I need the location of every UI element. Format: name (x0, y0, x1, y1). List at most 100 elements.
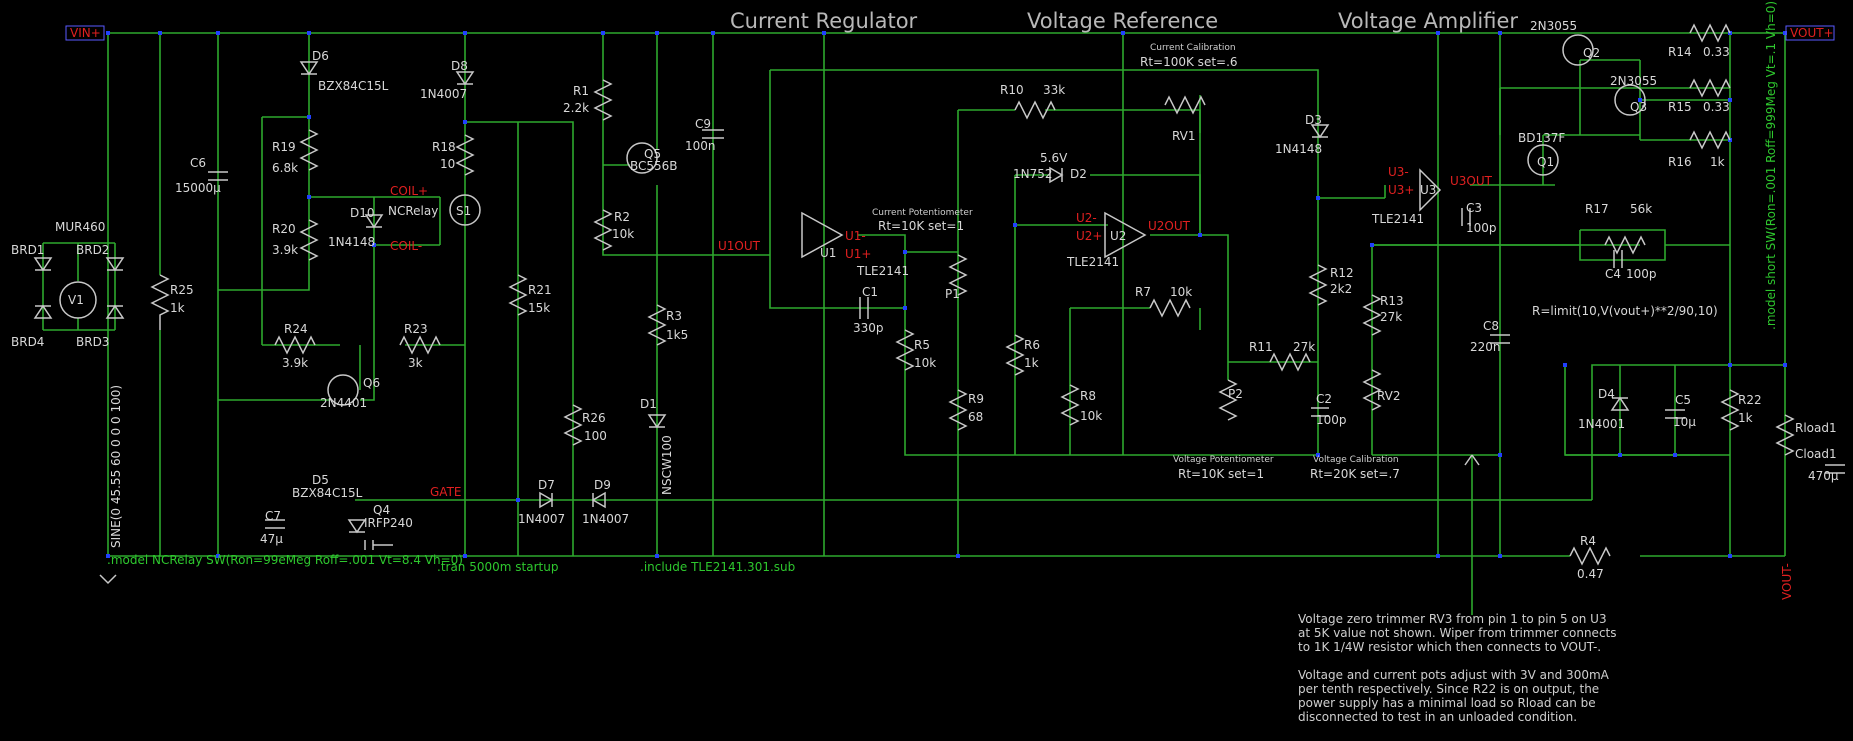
pot-symbol (1362, 369, 1382, 411)
label-Q5-ref: Q5 (644, 147, 661, 161)
resistor-symbol (1689, 130, 1731, 150)
label-D8-ref: D8 (451, 59, 468, 73)
net-u1out: U1OUT (718, 239, 761, 253)
label-R24-value: 3.9k (282, 356, 308, 370)
resistor-symbol (1689, 78, 1731, 98)
resistor-symbol (399, 335, 441, 355)
resistor-symbol (1362, 294, 1382, 336)
label-S1-ref: S1 (456, 204, 471, 218)
label-R4-value: 0.47 (1577, 567, 1604, 581)
capacitor-symbol (208, 171, 228, 181)
label-D6-value: BZX84C15L (318, 79, 389, 93)
resistor-symbol (647, 304, 667, 346)
resistor-symbol (1689, 23, 1731, 43)
diode-symbol (455, 71, 475, 86)
transistor-symbol (1562, 34, 1594, 66)
note2-line1: Voltage and current pots adjust with 3V … (1298, 668, 1610, 682)
diode-symbol (1310, 124, 1330, 139)
label-R7-ref: R7 (1135, 285, 1151, 299)
ground-icon (99, 574, 117, 585)
resistor-symbol (1005, 334, 1025, 376)
label-Q1-ref: Q1 (1537, 155, 1554, 169)
label-Q4-value: IRFP240 (364, 516, 413, 530)
label-R3-ref: R3 (666, 309, 682, 323)
voltage-calibration-value: Rt=20K set=.7 (1310, 467, 1400, 481)
label-RV2-ref: RV2 (1377, 389, 1401, 403)
label-mur460: MUR460 (55, 220, 105, 234)
label-C1-ref: C1 (862, 285, 878, 299)
spice-include: .include TLE2141.301.sub (640, 560, 795, 574)
port-vout-plus: VOUT+ (1785, 25, 1835, 41)
design-notes: Voltage zero trimmer RV3 from pin 1 to p… (1298, 612, 1617, 724)
resistor-symbol (948, 389, 968, 431)
label-C8-value: 220n (1470, 340, 1501, 354)
diode-symbol (105, 304, 125, 319)
label-U3-ref: U3 (1420, 183, 1436, 197)
net-u1-plus: U1+ (845, 247, 871, 261)
label-R8-ref: R8 (1080, 389, 1096, 403)
label-R16-value: 1k (1710, 155, 1725, 169)
opamp-symbol (801, 211, 844, 259)
label-R18-value: 10 (440, 157, 455, 171)
label-brd2: BRD2 (76, 243, 109, 257)
pot-symbol (1164, 95, 1206, 115)
label-D8-value: 1N4007 (420, 87, 467, 101)
port-vin-plus: VIN+ (65, 25, 105, 41)
net-gate: GATE (430, 485, 462, 499)
label-R13-ref: R13 (1380, 294, 1404, 308)
label-R1-value: 2.2k (563, 101, 589, 115)
label-R17-ref: R17 (1585, 202, 1609, 216)
label-R9-value: 68 (968, 410, 983, 424)
resistor-symbol (1149, 298, 1191, 318)
diode-symbol (299, 61, 319, 76)
net-u2-plus: U2+ (1076, 229, 1102, 243)
label-C6-value: 15000µ (175, 181, 221, 195)
spice-rload-expr: R=limit(10,V(vout+)**2/90,10) (1532, 304, 1718, 318)
label-D2-value: 5.6V (1040, 151, 1068, 165)
label-C4-ref: C4 (1605, 267, 1621, 281)
pot-symbol (948, 254, 968, 296)
label-D5-ref: D5 (312, 473, 329, 487)
label-C9-value: 100n (685, 139, 716, 153)
label-R1-ref: R1 (573, 84, 589, 98)
label-R19-ref: R19 (272, 140, 296, 154)
resistor-symbol (150, 274, 170, 330)
diode-symbol (33, 304, 53, 319)
capacitor-symbol (265, 519, 285, 529)
label-C7-value: 47µ (260, 532, 283, 546)
label-R7-value: 10k (1170, 285, 1192, 299)
resistor-symbol (1308, 264, 1328, 306)
label-R8-value: 10k (1080, 409, 1102, 423)
voltage-potentiometer-value: Rt=10K set=1 (1178, 467, 1264, 481)
label-Q3-ref: Q3 (1630, 100, 1647, 114)
note1-line1: Voltage zero trimmer RV3 from pin 1 to p… (1298, 612, 1607, 626)
switch-symbol (449, 194, 481, 226)
label-R17-value: 56k (1630, 202, 1652, 216)
label-R13-value: 27k (1380, 310, 1402, 324)
label-R14-ref: R14 (1668, 45, 1692, 59)
label-brd4: BRD4 (11, 335, 44, 349)
current-potentiometer-value: Rt=10K set=1 (878, 219, 964, 233)
label-C3-ref: C3 (1466, 201, 1482, 215)
label-C2-value: 100p (1316, 413, 1347, 427)
heading-voltage-amplifier: Voltage Amplifier (1338, 9, 1518, 33)
label-D9-value: 1N4007 (582, 512, 629, 526)
net-coil-plus: COIL+ (390, 184, 428, 198)
pot-annotations: Current Calibration Rt=100K set=.6 Curre… (872, 43, 1400, 481)
label-Q4-ref: Q4 (373, 503, 390, 517)
diode-symbol (364, 214, 384, 229)
heading-voltage-reference: Voltage Reference (1027, 9, 1218, 33)
label-R12-value: 2k2 (1330, 282, 1352, 296)
label-R24-ref: R24 (284, 322, 308, 336)
label-R21-value: 15k (528, 301, 550, 315)
transistor-symbol (327, 374, 359, 406)
label-R15-value: 0.33 (1703, 100, 1730, 114)
net-u3-minus: U3- (1388, 165, 1409, 179)
label-R23-ref: R23 (404, 322, 428, 336)
arrow-icon (1464, 454, 1480, 466)
label-C8-ref: C8 (1483, 319, 1499, 333)
capacitor-symbol (1825, 464, 1845, 474)
capacitor-symbol (859, 297, 869, 319)
component-symbols (33, 23, 1845, 585)
